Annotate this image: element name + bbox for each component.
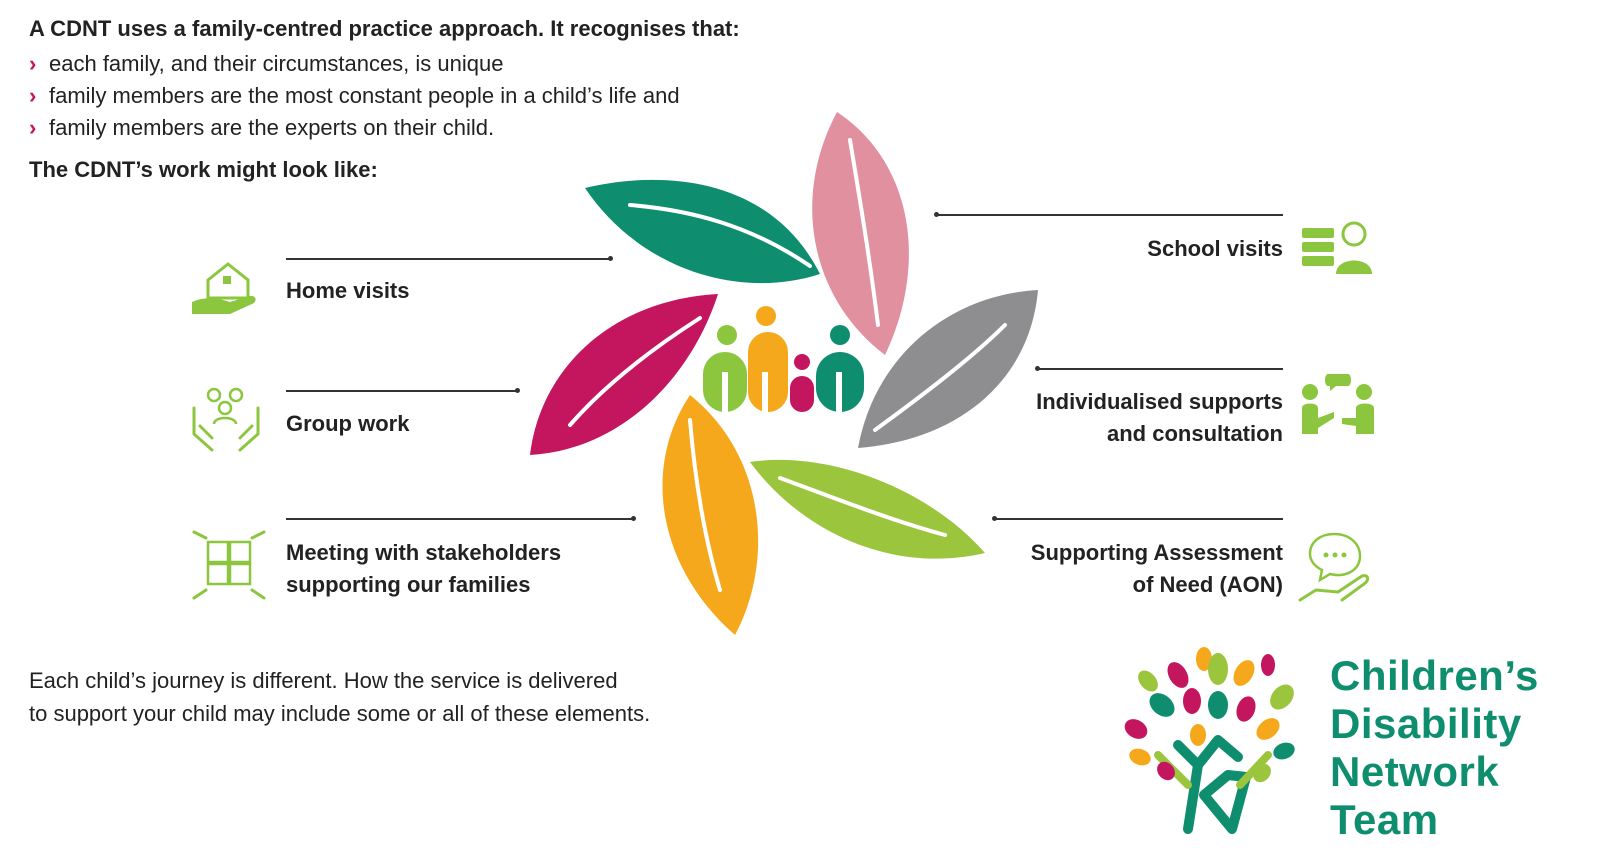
connector-line <box>936 214 1283 216</box>
list-item: › family members are the most constant pe… <box>29 80 680 112</box>
chevron-right-icon: › <box>29 51 37 76</box>
item-label: supporting our families <box>286 572 531 597</box>
connector-dot <box>608 256 613 261</box>
item-individualised-supports: Individualised supports and consultation <box>1036 386 1283 450</box>
outro-text: Each child’s journey is different. How t… <box>29 664 650 730</box>
bullet-text: family members are the experts on their … <box>49 115 495 140</box>
list-item: › family members are the experts on their… <box>29 112 680 144</box>
books-student-icon <box>1302 221 1372 274</box>
family-figures-icon <box>703 306 864 412</box>
puzzle-hands-icon <box>192 530 266 600</box>
item-home-visits: Home visits <box>286 275 410 307</box>
home-hand-icon <box>192 262 256 314</box>
connector-dot <box>515 388 520 393</box>
orange-leaf <box>662 395 759 635</box>
connector-line <box>286 390 518 392</box>
chevron-right-icon: › <box>29 83 37 108</box>
connector-line <box>286 258 611 260</box>
outro-line: Each child’s journey is different. How t… <box>29 668 618 693</box>
item-label: Supporting Assessment <box>1030 540 1283 565</box>
connector-dot <box>631 516 636 521</box>
item-label: and consultation <box>1107 421 1283 446</box>
brand-line: Team <box>1330 796 1439 843</box>
connector-dot <box>992 516 997 521</box>
item-label: School visits <box>1147 236 1283 261</box>
item-label: Group work <box>286 411 410 436</box>
intro-bullet-list: › each family, and their circumstances, i… <box>29 48 680 144</box>
item-group-work: Group work <box>286 408 409 440</box>
item-aon: Supporting Assessment of Need (AON) <box>1031 537 1283 601</box>
teal-leaf <box>585 179 820 284</box>
connector-line <box>286 518 635 520</box>
connector-dot <box>934 212 939 217</box>
connector-dot <box>1035 366 1040 371</box>
work-title: The CDNT’s work might look like: <box>29 157 378 182</box>
chevron-right-icon: › <box>29 115 37 140</box>
connector-line <box>1038 368 1283 370</box>
item-label: Individualised supports <box>1036 389 1283 414</box>
brand-line: Disability <box>1330 700 1522 747</box>
speech-hand-icon <box>1298 532 1370 602</box>
item-label: Meeting with stakeholders <box>286 540 562 565</box>
intro-title: A CDNT uses a family-centred practice ap… <box>29 16 740 41</box>
pink-leaf <box>812 112 909 355</box>
group-hands-icon <box>192 387 260 452</box>
connector-line <box>995 518 1283 520</box>
item-label: of Need (AON) <box>1132 572 1283 597</box>
consultation-icon <box>1302 374 1374 434</box>
brand-line: Network <box>1330 748 1500 795</box>
cdnt-logo-tree-icon <box>1124 647 1295 834</box>
outro-line: to support your child may include some o… <box>29 701 651 726</box>
list-item: › each family, and their circumstances, i… <box>29 48 680 80</box>
brand-wordmark: Children’s Disability Network Team <box>1330 652 1539 844</box>
bullet-text: each family, and their circumstances, is… <box>49 51 504 76</box>
item-label: Home visits <box>286 278 410 303</box>
item-school-visits: School visits <box>1147 233 1283 265</box>
brand-line: Children’s <box>1330 652 1539 699</box>
item-stakeholders: Meeting with stakeholders supporting our… <box>286 537 561 601</box>
bullet-text: family members are the most constant peo… <box>49 83 680 108</box>
